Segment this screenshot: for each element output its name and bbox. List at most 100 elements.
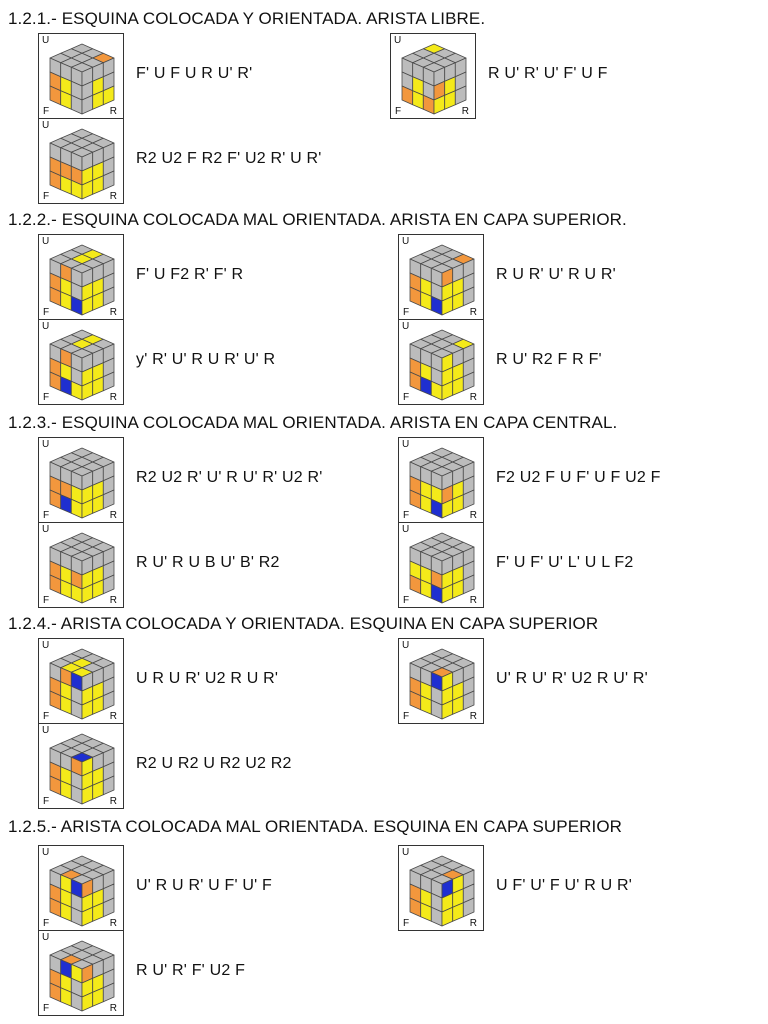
algorithm-text: R U R' U' R U R' xyxy=(496,266,616,283)
cube-diagram: U F R xyxy=(38,845,124,931)
algorithm-text: F' U F' U' L' U L F2 xyxy=(496,554,634,571)
cube-drawing xyxy=(409,532,475,604)
case-1-2-4-a: U F R U R U R' U2 R U R' xyxy=(38,638,418,724)
face-label-u: U xyxy=(402,640,410,651)
case-1-2-5-b: U F R U F' U' F U' R U R' xyxy=(398,845,768,931)
face-label-r: R xyxy=(469,392,477,403)
cube-diagram: U F R xyxy=(398,522,484,608)
cube-sticker-r xyxy=(462,371,475,392)
section-title-1-2-2: 1.2.2.- ESQUINA COLOCADA MAL ORIENTADA. … xyxy=(8,210,627,229)
cube-sticker-r xyxy=(102,982,115,1003)
cube-sticker-r xyxy=(462,286,475,307)
face-label-r: R xyxy=(469,711,477,722)
face-label-u: U xyxy=(402,524,410,535)
face-label-r: R xyxy=(109,307,117,318)
case-1-2-1-b: U F R R U' R' U' F' U F xyxy=(390,33,768,119)
face-label-f: F xyxy=(395,106,402,117)
face-label-f: F xyxy=(43,918,50,929)
cube-drawing xyxy=(409,244,475,316)
cube-sticker-r xyxy=(462,690,475,711)
face-label-u: U xyxy=(42,725,50,736)
face-label-f: F xyxy=(403,307,410,318)
face-label-u: U xyxy=(42,847,50,858)
face-label-f: F xyxy=(403,510,410,521)
case-1-2-3-b: U F R F2 U2 F U F' U F U2 F xyxy=(398,437,768,523)
cube-drawing xyxy=(401,43,467,115)
cube-drawing xyxy=(409,329,475,401)
cube-drawing xyxy=(49,855,115,927)
face-label-u: U xyxy=(402,321,410,332)
cube-diagram: U F R xyxy=(38,638,124,724)
face-label-r: R xyxy=(109,392,117,403)
algorithm-text: F' U F2 R' F' R xyxy=(136,266,244,283)
face-label-r: R xyxy=(109,510,117,521)
face-label-u: U xyxy=(42,439,50,450)
case-1-2-3-a: U F R R2 U2 R' U' R U' R' U2 R' xyxy=(38,437,418,523)
cube-diagram: U F R xyxy=(38,319,124,405)
cube-diagram: U F R xyxy=(398,234,484,320)
cube-drawing xyxy=(49,733,115,805)
cube-diagram: U F R xyxy=(398,845,484,931)
cube-drawing xyxy=(49,128,115,200)
cube-drawing xyxy=(409,648,475,720)
algorithm-text: R U' R U B U' B' R2 xyxy=(136,554,280,571)
case-1-2-3-c: U F R R U' R U B U' B' R2 xyxy=(38,522,418,608)
cube-drawing xyxy=(49,329,115,401)
case-1-2-2-a: U F R F' U F2 R' F' R xyxy=(38,234,418,320)
face-label-r: R xyxy=(109,106,117,117)
algorithm-text: U R U R' U2 R U R' xyxy=(136,670,279,687)
cube-diagram: U F R xyxy=(38,930,124,1016)
cube-diagram: U F R xyxy=(38,33,124,119)
algorithm-text: y' R' U' R U R' U' R xyxy=(136,351,276,368)
cube-sticker-r xyxy=(454,85,467,106)
cube-sticker-r xyxy=(102,690,115,711)
algorithm-text: U F' U' F U' R U R' xyxy=(496,877,633,894)
cube-diagram: U F R xyxy=(38,234,124,320)
face-label-f: F xyxy=(403,595,410,606)
cube-drawing xyxy=(49,940,115,1012)
face-label-f: F xyxy=(43,1003,50,1014)
face-label-f: F xyxy=(43,595,50,606)
face-label-r: R xyxy=(469,510,477,521)
section-title-1-2-1: 1.2.1.- ESQUINA COLOCADA Y ORIENTADA. AR… xyxy=(8,9,486,28)
cube-diagram: U F R xyxy=(398,319,484,405)
face-label-u: U xyxy=(42,640,50,651)
face-label-f: F xyxy=(403,918,410,929)
case-1-2-5-a: U F R U' R U R' U F' U' F xyxy=(38,845,418,931)
algorithm-text: F2 U2 F U F' U F U2 F xyxy=(496,469,661,486)
case-1-2-2-d: U F R R U' R2 F R F' xyxy=(398,319,768,405)
face-label-r: R xyxy=(469,918,477,929)
section-title-1-2-5: 1.2.5.- ARISTA COLOCADA MAL ORIENTADA. E… xyxy=(8,817,623,836)
face-label-r: R xyxy=(469,307,477,318)
face-label-u: U xyxy=(42,236,50,247)
cube-diagram: U F R xyxy=(398,638,484,724)
section-title-1-2-4: 1.2.4.- ARISTA COLOCADA Y ORIENTADA. ESQ… xyxy=(8,614,599,633)
face-label-f: F xyxy=(43,106,50,117)
algorithm-text: F' U F U R U' R' xyxy=(136,65,253,82)
algorithm-text: R U' R2 F R F' xyxy=(496,351,602,368)
cube-drawing xyxy=(409,447,475,519)
cube-sticker-r xyxy=(102,85,115,106)
face-label-u: U xyxy=(42,932,50,943)
algorithm-text: R2 U2 R' U' R U' R' U2 R' xyxy=(136,469,323,486)
algorithm-text: U' R U' R' U2 R U' R' xyxy=(496,670,648,687)
face-label-r: R xyxy=(109,796,117,807)
section-title-1-2-3: 1.2.3.- ESQUINA COLOCADA MAL ORIENTADA. … xyxy=(8,413,618,432)
face-label-u: U xyxy=(394,35,402,46)
cube-sticker-r xyxy=(102,170,115,191)
cube-diagram: U F R xyxy=(398,437,484,523)
face-label-f: F xyxy=(403,392,410,403)
face-label-r: R xyxy=(109,711,117,722)
cube-drawing xyxy=(49,244,115,316)
cube-drawing xyxy=(49,648,115,720)
face-label-u: U xyxy=(402,847,410,858)
cube-diagram: U F R xyxy=(38,723,124,809)
face-label-f: F xyxy=(43,510,50,521)
cube-drawing xyxy=(49,532,115,604)
face-label-u: U xyxy=(42,524,50,535)
face-label-f: F xyxy=(403,711,410,722)
face-label-u: U xyxy=(42,35,50,46)
cube-diagram: U F R xyxy=(38,437,124,523)
face-label-r: R xyxy=(109,595,117,606)
cube-drawing xyxy=(49,447,115,519)
